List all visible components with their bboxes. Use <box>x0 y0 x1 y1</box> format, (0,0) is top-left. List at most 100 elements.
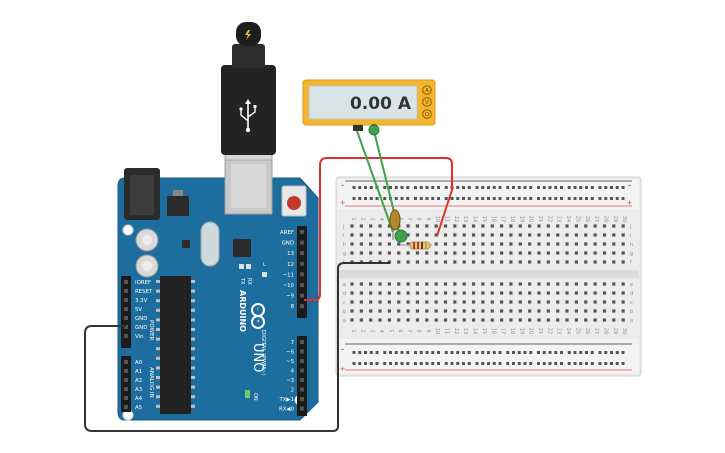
rail-hole[interactable] <box>450 351 454 354</box>
breadboard-hole[interactable] <box>443 260 448 264</box>
breadboard-hole[interactable] <box>481 233 485 237</box>
breadboard-hole[interactable] <box>602 318 607 322</box>
breadboard-hole[interactable] <box>528 282 532 286</box>
rail-hole[interactable] <box>406 186 410 189</box>
breadboard-hole[interactable] <box>359 300 363 304</box>
rail-hole[interactable] <box>414 186 417 189</box>
breadboard-hole[interactable] <box>471 309 476 313</box>
header-pin[interactable] <box>300 397 304 401</box>
rail-hole[interactable] <box>615 197 619 200</box>
breadboard-hole[interactable] <box>415 233 420 237</box>
rail-hole[interactable] <box>383 186 387 189</box>
breadboard-hole[interactable] <box>415 291 420 295</box>
rail-hole[interactable] <box>414 351 417 354</box>
rail-hole[interactable] <box>573 186 577 189</box>
header-pin[interactable] <box>124 387 128 391</box>
breadboard-hole[interactable] <box>490 291 494 295</box>
breadboard-hole[interactable] <box>602 260 607 264</box>
breadboard-hole[interactable] <box>406 291 410 295</box>
rail-hole[interactable] <box>604 362 608 365</box>
breadboard-hole[interactable] <box>481 251 485 255</box>
breadboard-hole[interactable] <box>574 242 578 246</box>
breadboard-hole[interactable] <box>537 309 541 313</box>
breadboard-hole[interactable] <box>462 300 466 304</box>
breadboard-hole[interactable] <box>602 300 607 304</box>
breadboard-hole[interactable] <box>387 318 391 322</box>
rail-hole[interactable] <box>425 186 429 189</box>
breadboard-hole[interactable] <box>434 309 438 313</box>
breadboard-hole[interactable] <box>350 291 354 295</box>
breadboard-hole[interactable] <box>518 300 522 304</box>
rail-hole[interactable] <box>425 197 429 200</box>
breadboard-hole[interactable] <box>509 233 513 237</box>
breadboard-hole[interactable] <box>369 224 373 228</box>
rail-hole[interactable] <box>492 362 496 365</box>
rail-hole[interactable] <box>598 186 602 189</box>
rail-hole[interactable] <box>512 186 515 189</box>
breadboard-hole[interactable] <box>425 224 429 228</box>
breadboard-hole[interactable] <box>387 291 391 295</box>
breadboard-hole[interactable] <box>509 291 513 295</box>
breadboard-hole[interactable] <box>471 291 476 295</box>
breadboard-hole[interactable] <box>397 282 401 286</box>
breadboard-hole[interactable] <box>406 318 410 322</box>
breadboard-hole[interactable] <box>509 309 513 313</box>
breadboard-hole[interactable] <box>406 224 410 228</box>
rail-hole[interactable] <box>621 362 625 365</box>
breadboard-hole[interactable] <box>574 300 578 304</box>
breadboard-hole[interactable] <box>518 282 522 286</box>
breadboard-hole[interactable] <box>546 242 550 246</box>
breadboard-hole[interactable] <box>500 291 504 295</box>
breadboard-hole[interactable] <box>443 233 448 237</box>
rail-hole[interactable] <box>554 351 558 354</box>
breadboard-hole[interactable] <box>397 251 401 255</box>
breadboard-hole[interactable] <box>443 224 448 228</box>
breadboard-hole[interactable] <box>406 309 410 313</box>
breadboard-hole[interactable] <box>528 224 532 228</box>
breadboard-hole[interactable] <box>602 282 607 286</box>
rail-hole[interactable] <box>560 351 563 354</box>
breadboard-hole[interactable] <box>518 242 522 246</box>
rail-hole[interactable] <box>604 351 608 354</box>
breadboard-hole[interactable] <box>556 318 560 322</box>
breadboard-hole[interactable] <box>537 260 541 264</box>
rail-hole[interactable] <box>364 351 367 354</box>
header-pin[interactable] <box>124 378 128 382</box>
breadboard-hole[interactable] <box>369 300 373 304</box>
rail-hole[interactable] <box>364 186 367 189</box>
breadboard-hole[interactable] <box>565 291 569 295</box>
breadboard-hole[interactable] <box>574 318 578 322</box>
breadboard-hole[interactable] <box>602 242 607 246</box>
breadboard-hole[interactable] <box>471 233 476 237</box>
breadboard-hole[interactable] <box>406 242 410 246</box>
breadboard-hole[interactable] <box>350 251 354 255</box>
breadboard-hole[interactable] <box>369 242 373 246</box>
rail-hole[interactable] <box>560 186 563 189</box>
breadboard-hole[interactable] <box>378 300 382 304</box>
rail-hole[interactable] <box>604 197 608 200</box>
breadboard-hole[interactable] <box>406 282 410 286</box>
breadboard-hole[interactable] <box>490 260 494 264</box>
breadboard-hole[interactable] <box>565 242 569 246</box>
breadboard-hole[interactable] <box>565 282 569 286</box>
breadboard-hole[interactable] <box>369 291 373 295</box>
breadboard-hole[interactable] <box>425 318 429 322</box>
breadboard-hole[interactable] <box>369 318 373 322</box>
header-pin[interactable] <box>124 280 128 284</box>
rail-hole[interactable] <box>389 186 392 189</box>
mode-ampere-button[interactable] <box>422 85 432 95</box>
breadboard-hole[interactable] <box>453 251 457 255</box>
breadboard-hole[interactable] <box>537 251 541 255</box>
mode-ohm-button[interactable] <box>422 109 432 119</box>
header-pin[interactable] <box>124 360 128 364</box>
breadboard-hole[interactable] <box>500 282 504 286</box>
breadboard-hole[interactable] <box>584 300 588 304</box>
breadboard-hole[interactable] <box>350 318 354 322</box>
breadboard-hole[interactable] <box>425 309 429 313</box>
breadboard-hole[interactable] <box>574 291 578 295</box>
breadboard-hole[interactable] <box>359 224 363 228</box>
rail-hole[interactable] <box>419 197 423 200</box>
breadboard-hole[interactable] <box>509 224 513 228</box>
header-pin[interactable] <box>300 283 304 287</box>
breadboard-hole[interactable] <box>537 233 541 237</box>
